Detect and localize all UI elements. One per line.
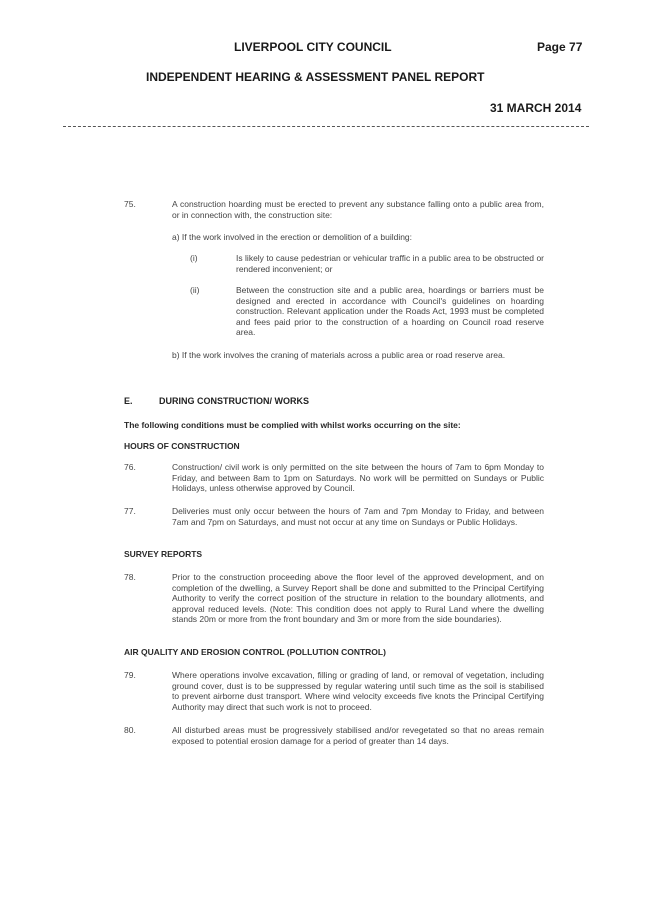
condition-text: All disturbed areas must be progressivel…	[172, 725, 544, 746]
subsection-heading: SURVEY REPORTS	[124, 549, 203, 559]
condition-text: Construction/ civil work is only permitt…	[172, 462, 544, 494]
condition-number: 80.	[124, 725, 136, 735]
subsection-heading: AIR QUALITY AND EROSION CONTROL (POLLUTI…	[124, 647, 386, 657]
header-divider	[63, 126, 589, 127]
subsection-heading: HOURS OF CONSTRUCTION	[124, 441, 240, 451]
page-number: Page 77	[537, 40, 583, 54]
condition-number: 77.	[124, 506, 136, 516]
condition-number: 76.	[124, 462, 136, 472]
condition-number: 79.	[124, 670, 136, 680]
subclause-text: Is likely to cause pedestrian or vehicul…	[236, 253, 544, 274]
council-name: LIVERPOOL CITY COUNCIL	[234, 40, 392, 54]
subclause-text: Between the construction site and a publ…	[236, 285, 544, 338]
condition-subclause-b: b) If the work involves the craning of m…	[172, 350, 506, 360]
condition-text: A construction hoarding must be erected …	[172, 199, 544, 220]
section-letter: E.	[124, 396, 133, 406]
condition-text: Prior to the construction proceeding abo…	[172, 572, 544, 625]
subclause-number: (ii)	[190, 285, 200, 295]
section-intro: The following conditions must be complie…	[124, 420, 461, 430]
report-date: 31 MARCH 2014	[490, 101, 582, 115]
subclause-number: (i)	[190, 253, 198, 263]
condition-text: Where operations involve excavation, fil…	[172, 670, 544, 712]
condition-number: 75.	[124, 199, 136, 209]
section-title: DURING CONSTRUCTION/ WORKS	[159, 396, 309, 406]
condition-subclause-a: a) If the work involved in the erection …	[172, 232, 413, 242]
condition-number: 78.	[124, 572, 136, 582]
report-title: INDEPENDENT HEARING & ASSESSMENT PANEL R…	[146, 70, 485, 84]
condition-text: Deliveries must only occur between the h…	[172, 506, 544, 527]
